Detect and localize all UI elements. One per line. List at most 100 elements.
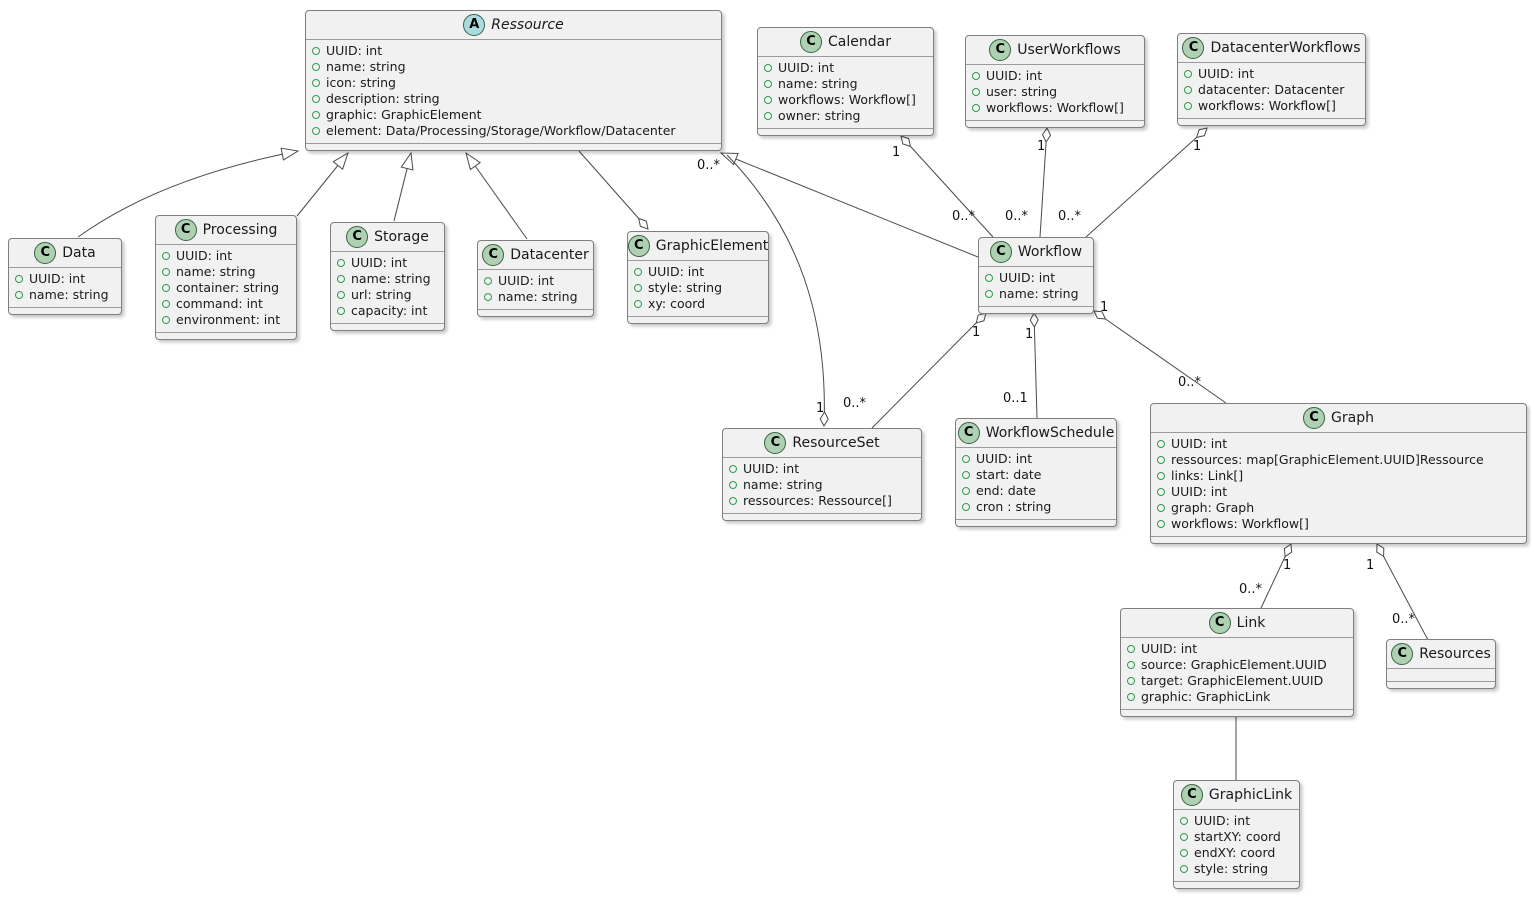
class-icon: C — [1182, 37, 1205, 59]
attribute-text: UUID: int — [743, 461, 800, 476]
class-icon: C — [1303, 407, 1326, 429]
class-name: Workflow — [1017, 244, 1083, 260]
class-icon: C — [989, 241, 1012, 263]
field-visibility-icon — [484, 277, 492, 285]
attribute-text: name: string — [29, 287, 109, 302]
edge-resourceset-aggregates-ressource — [726, 154, 829, 428]
class-name: Resources — [1419, 646, 1491, 662]
methods-compartment — [1174, 882, 1299, 888]
attribute-text: source: GraphicElement.UUID — [1141, 657, 1327, 672]
attribute: cron : string — [962, 499, 1108, 515]
attribute: style: string — [634, 280, 760, 296]
attribute-text: workflows: Workflow[] — [778, 92, 916, 107]
methods-compartment — [1151, 537, 1526, 543]
field-visibility-icon — [1157, 504, 1165, 512]
attribute-text: workflows: Workflow[] — [1171, 516, 1309, 531]
field-visibility-icon — [1157, 520, 1165, 528]
field-visibility-icon — [337, 307, 345, 315]
multiplicity-label: 1 — [1283, 558, 1292, 573]
attribute: name: string — [729, 477, 913, 493]
class-name: GraphicLink — [1208, 787, 1293, 803]
field-visibility-icon — [985, 290, 993, 298]
multiplicity-label: 1 — [1025, 327, 1034, 342]
class-icon: C — [764, 432, 787, 454]
attribute-text: owner: string — [778, 108, 861, 123]
attribute: start: date — [962, 467, 1108, 483]
class-icon: C — [34, 242, 57, 264]
multiplicity-label: 0..* — [697, 158, 721, 173]
multiplicity-label: 0..* — [952, 209, 976, 224]
methods-compartment — [1387, 682, 1495, 688]
field-visibility-icon — [729, 481, 737, 489]
attribute: owner: string — [764, 108, 925, 124]
class-icon: C — [174, 219, 197, 241]
multiplicity-label: 1 — [1193, 139, 1202, 154]
field-visibility-icon — [312, 47, 320, 55]
attribute-text: element: Data/Processing/Storage/Workflo… — [326, 123, 676, 138]
field-visibility-icon — [1180, 833, 1188, 841]
attribute: UUID: int — [764, 60, 925, 76]
methods-compartment — [1121, 710, 1353, 716]
methods-compartment — [306, 144, 721, 150]
class-name: Storage — [374, 229, 429, 245]
field-visibility-icon — [162, 316, 170, 324]
attribute-text: workflows: Workflow[] — [1198, 98, 1336, 113]
attribute: UUID: int — [15, 271, 113, 287]
multiplicity-label: 0..1 — [1003, 391, 1028, 406]
edge-workflow-aggregates-graph — [1093, 310, 1227, 404]
attribute: ressources: Ressource[] — [729, 493, 913, 509]
attribute: style: string — [1180, 861, 1291, 877]
field-visibility-icon — [337, 275, 345, 283]
field-visibility-icon — [1180, 865, 1188, 873]
attribute: startXY: coord — [1180, 829, 1291, 845]
field-visibility-icon — [1127, 677, 1135, 685]
attribute-text: command: int — [176, 296, 263, 311]
class-name: Calendar — [828, 34, 891, 50]
attribute: icon: string — [312, 75, 713, 91]
field-visibility-icon — [162, 252, 170, 260]
attribute: name: string — [162, 264, 288, 280]
edge-processing-extends-ressource — [296, 153, 348, 217]
multiplicity-label: 0..* — [1392, 612, 1416, 627]
attribute-text: UUID: int — [976, 451, 1033, 466]
edge-storage-extends-ressource — [393, 153, 411, 222]
attribute: UUID: int — [729, 461, 913, 477]
methods-compartment — [1178, 119, 1365, 125]
attribute-text: start: date — [976, 467, 1042, 482]
methods-compartment — [478, 310, 593, 316]
attribute: name: string — [985, 286, 1085, 302]
attribute: environment: int — [162, 312, 288, 328]
edge-graph-aggregates-link — [1260, 543, 1293, 609]
multiplicity-label: 0..* — [1239, 582, 1263, 597]
edge-data-extends-ressource — [77, 151, 298, 238]
class-icon: C — [957, 422, 980, 444]
multiplicity-label: 1 — [892, 145, 901, 160]
attribute: graphic: GraphicElement — [312, 107, 713, 123]
attribute-text: UUID: int — [1198, 66, 1255, 81]
attribute: UUID: int — [162, 248, 288, 264]
field-visibility-icon — [15, 291, 23, 299]
attribute: source: GraphicElement.UUID — [1127, 657, 1345, 673]
attribute-text: cron : string — [976, 499, 1052, 514]
attribute-text: capacity: int — [351, 303, 428, 318]
